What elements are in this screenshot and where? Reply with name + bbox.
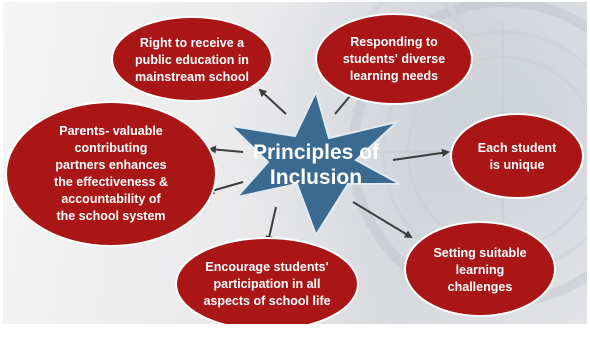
principle-right-to-education: Right to receive a public education in m… xyxy=(115,20,269,100)
diagram-canvas xyxy=(5,2,587,324)
arrow-to-unique xyxy=(392,148,450,161)
bubble-responding-shape xyxy=(315,13,473,105)
diagram-frame: Right to receive a public education in m… xyxy=(3,2,587,324)
principle-responding-to-needs: Responding to students' diverse learning… xyxy=(319,17,469,102)
principle-each-student-unique: Each student is unique xyxy=(453,117,581,197)
bubble-shapes xyxy=(5,13,584,324)
bubble-unique-shape xyxy=(450,113,584,199)
arrow-to-parents xyxy=(208,145,244,154)
center-title: Principles of Inclusion xyxy=(252,141,380,189)
bubble-right-shape xyxy=(111,16,273,102)
bubble-parents-shape xyxy=(5,101,217,247)
arrow-to-challenges xyxy=(352,201,413,239)
arrow-to-encourage xyxy=(265,206,277,244)
principle-challenges-label: Setting suitable learning challenges xyxy=(433,245,527,294)
principle-responding-label: Responding to students' diverse learning… xyxy=(342,35,446,83)
principle-parents-partners: Parents- valuable contributing partners … xyxy=(11,104,211,244)
bubble-encourage-shape xyxy=(175,237,359,324)
principle-suitable-challenges: Setting suitable learning challenges xyxy=(409,225,551,315)
arrow-to-right xyxy=(258,88,287,115)
principle-parents-label: Parents- valuable contributing partners … xyxy=(54,124,168,223)
principle-encourage-participation: Encourage students' participation in all… xyxy=(179,240,355,324)
principle-right-label: Right to receive a public education in m… xyxy=(135,35,249,84)
bubble-challenges-shape xyxy=(404,221,556,317)
center-star-shape xyxy=(228,89,401,238)
principle-unique-label: Each student is unique xyxy=(477,141,557,172)
principle-encourage-label: Encourage students' participation in all… xyxy=(203,259,331,308)
